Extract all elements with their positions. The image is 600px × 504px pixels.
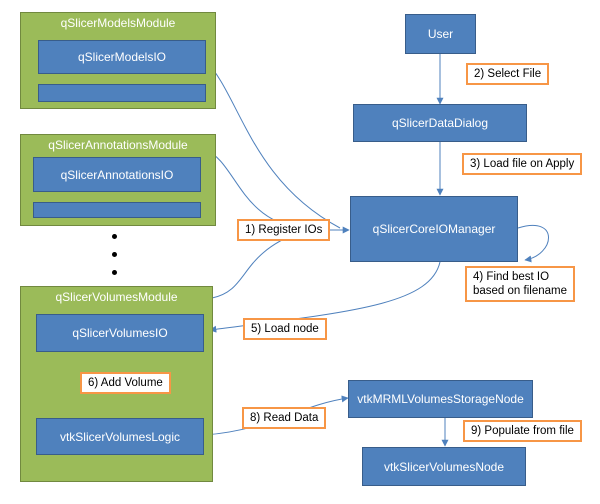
models-empty-box: [38, 84, 206, 102]
volumes-logic-box: vtkSlicerVolumesLogic: [36, 418, 204, 455]
ellipsis-dot: [112, 234, 117, 239]
step-label-find-io-line2: based on filename: [473, 285, 567, 297]
volumes-module-title: qSlicerVolumesModule: [55, 290, 178, 304]
ellipsis-dot: [112, 270, 117, 275]
step-label-find-io: 4) Find best IO based on filename: [465, 266, 575, 302]
annotations-io-box: qSlicerAnnotationsIO: [33, 157, 201, 192]
edge-annotations-register: [204, 149, 301, 229]
edge-models-register: [204, 59, 341, 229]
step-label-load-apply: 3) Load file on Apply: [462, 153, 583, 175]
annotations-module-title: qSlicerAnnotationsModule: [48, 138, 188, 152]
step-label-find-io-line1: 4) Find best IO: [473, 271, 550, 283]
storage-node-box: vtkMRMLVolumesStorageNode: [348, 380, 533, 418]
step-label-load-node: 5) Load node: [243, 318, 327, 340]
data-dialog-box: qSlicerDataDialog: [353, 104, 527, 142]
step-label-select-file: 2) Select File: [466, 63, 550, 85]
ellipsis-dot: [112, 252, 117, 257]
core-io-manager-box: qSlicerCoreIOManager: [350, 196, 518, 262]
models-module-title: qSlicerModelsModule: [60, 16, 176, 30]
step-label-read-data: 8) Read Data: [242, 407, 327, 429]
volumes-io-box: qSlicerVolumesIO: [36, 314, 204, 352]
edge-volumes-register: [211, 231, 301, 299]
volumes-node-box: vtkSlicerVolumesNode: [362, 447, 526, 486]
step-label-add-volume: 6) Add Volume: [80, 372, 171, 394]
step-label-populate: 9) Populate from file: [463, 420, 582, 442]
step-label-register: 1) Register IOs: [237, 219, 331, 241]
edge-manager-self-loop: [517, 225, 549, 263]
annotations-empty-box: [33, 202, 201, 218]
user-box: User: [405, 14, 476, 54]
models-io-box: qSlicerModelsIO: [38, 40, 206, 74]
